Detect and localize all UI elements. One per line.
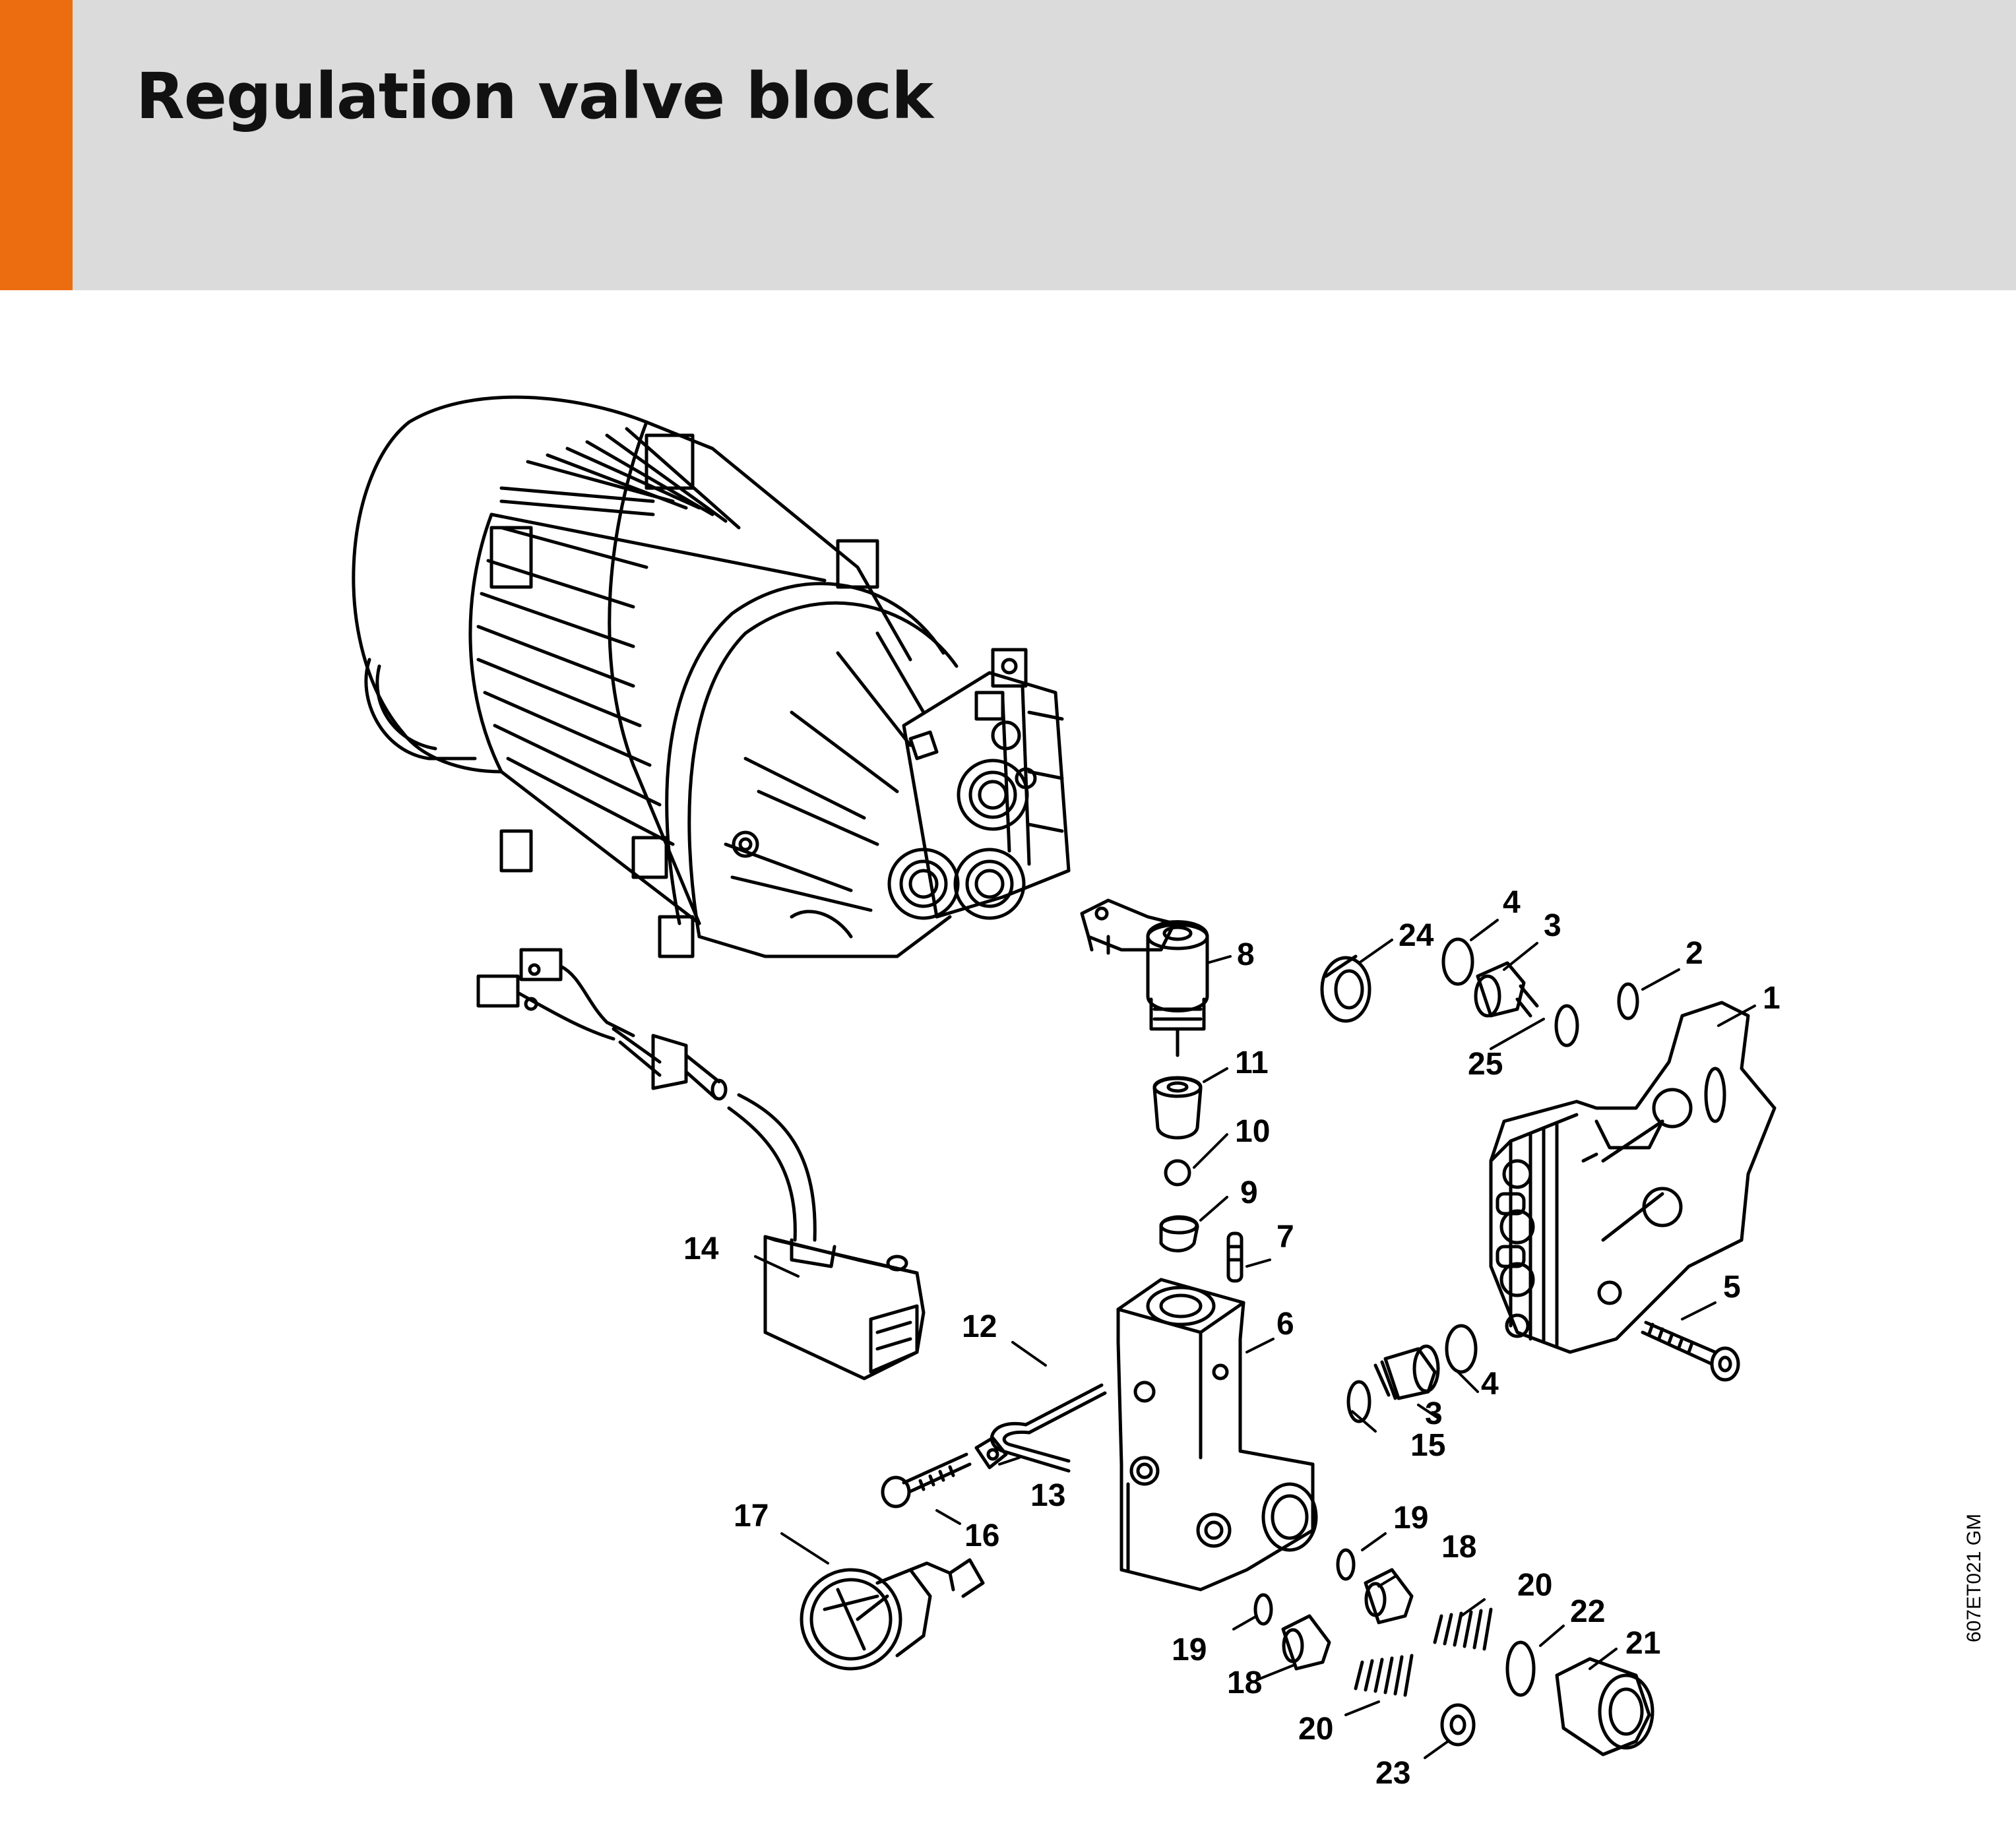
pump-head-part [1489,1001,1777,1354]
valve-cartridge-upper [1320,937,1639,1047]
callout-5: 5 [1723,1270,1741,1305]
callout-23: 23 [1375,1756,1411,1791]
pipe-gauge-parts [800,1383,1107,1671]
callout-3-upper: 3 [1544,908,1561,943]
callout-2: 2 [1685,936,1703,971]
motor-pump-assembly [352,395,1071,958]
callout-19-upper: 19 [1393,1501,1429,1536]
callout-21: 21 [1625,1626,1661,1661]
callout-1: 1 [1763,981,1780,1016]
callout-24: 24 [1399,918,1434,953]
callout-14: 14 [683,1231,719,1266]
callout-20-lower: 20 [1298,1712,1334,1747]
page-title: Regulation valve block [136,59,933,133]
callout-16: 16 [964,1518,1000,1553]
valve-cartridge-lower [1346,1324,1478,1423]
callout-11: 11 [1235,1045,1269,1080]
screw-5 [1641,1320,1740,1382]
callout-leaders [754,919,1756,1759]
callout-7: 7 [1276,1220,1294,1255]
callout-18-upper: 18 [1441,1530,1477,1565]
callout-4-upper: 4 [1503,885,1521,920]
callout-20-upper: 20 [1517,1568,1553,1603]
callout-13: 13 [1030,1478,1066,1513]
callout-17: 17 [734,1499,769,1534]
callout-12: 12 [962,1309,997,1344]
callout-8: 8 [1237,937,1255,972]
callout-6: 6 [1276,1307,1294,1342]
callout-22: 22 [1570,1594,1606,1629]
drawing-code: 607ET021 GM [1963,1513,1985,1642]
callout-3-lower: 3 [1425,1396,1443,1431]
callout-9: 9 [1240,1175,1258,1210]
outlet-valve-parts [1253,1548,1654,1756]
accent-bar [0,0,73,290]
callout-4-lower: 4 [1481,1367,1499,1402]
callout-18-lower: 18 [1227,1665,1263,1700]
regulation-valve-part [1080,898,1209,1057]
header-band [0,0,2016,290]
cable-pressure-switch [476,948,926,1381]
callout-25: 25 [1468,1047,1503,1082]
callout-15: 15 [1410,1428,1446,1463]
valve-seat-parts [1152,1076,1244,1283]
callout-10: 10 [1235,1114,1271,1149]
valve-block-body [1116,1278,1318,1592]
callout-19-lower: 19 [1172,1632,1207,1667]
